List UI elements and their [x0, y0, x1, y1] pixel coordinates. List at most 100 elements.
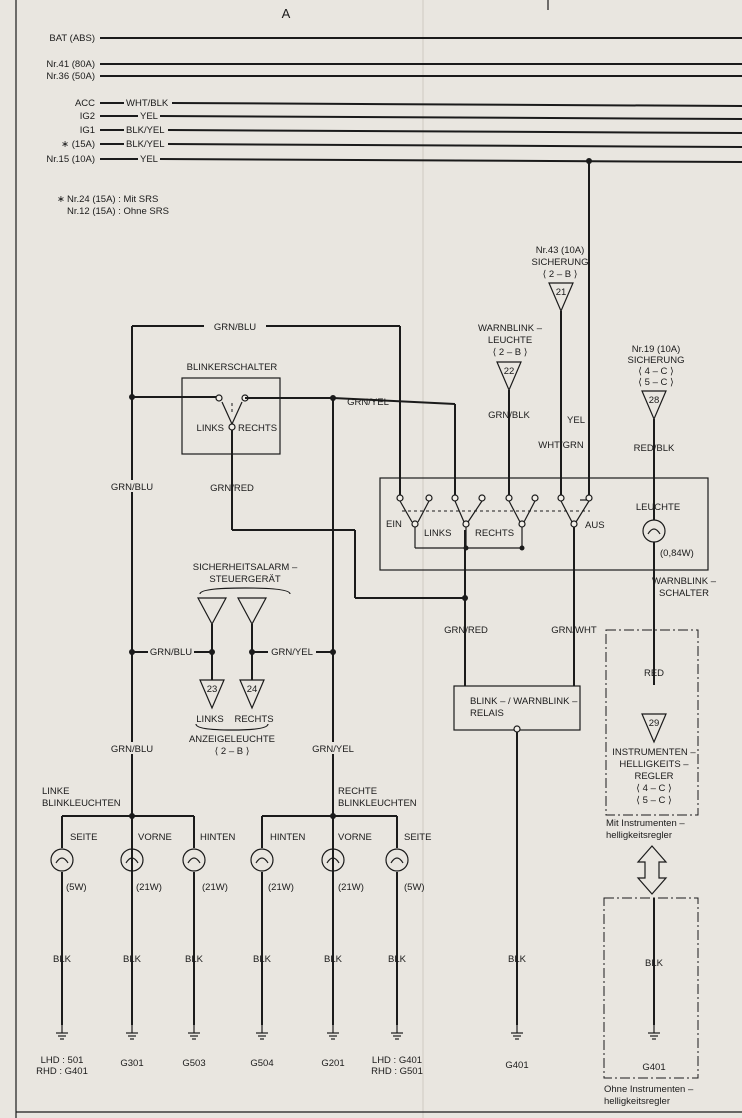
connector-23-icon: [199, 679, 225, 710]
wire-label-blk-r3: BLK: [388, 954, 407, 965]
power-bus: BAT (ABS) Nr.41 (80A) Nr.36 (50A) ACC WH…: [46, 33, 742, 165]
connector-22-icon: [496, 361, 522, 392]
left-lamp-hinten: HINTEN: [200, 832, 236, 843]
warnlamp-location: ⟨ 2 – B ⟩: [493, 347, 528, 358]
right-rear-lamp-icon: [250, 848, 274, 872]
right-front-lamp-icon: [321, 848, 345, 872]
connector-22-number: 22: [504, 366, 515, 377]
left-front-lamp-icon: [120, 848, 144, 872]
bus-label-nr41: Nr.41 (80A): [46, 59, 95, 70]
hazard-switch: EIN LINKS RECHTS AUS GRN/WHT LEUCHTE (0,…: [379, 477, 717, 686]
wire-label-grn-blk: GRN/BLK: [488, 410, 530, 421]
wire-label-blk-r2: BLK: [324, 954, 343, 965]
hazard-switch-title-1: WARNBLINK –: [652, 576, 717, 587]
relay-line1: BLINK – / WARNBLINK –: [470, 696, 578, 707]
security-alarm-unit: SICHERHEITSALARM – STEUERGERÄT GRN/BLU G…: [129, 562, 336, 680]
left-side-lamp-icon: [50, 848, 74, 872]
dimmer-line2: HELLIGKEITS –: [619, 759, 689, 770]
wire-label-grn-blu-alarm: GRN/BLU: [150, 647, 192, 658]
fuse43-location: ⟨ 2 – B ⟩: [543, 269, 578, 280]
right-lamp-vorne: VORNE: [338, 832, 372, 843]
left-turn-lamps: LINKE BLINKLEUCHTEN SEITE (5W) VORNE (21…: [36, 786, 235, 1077]
wire-grn-blu-top: GRN/BLU: [131, 320, 401, 1025]
ground-right-side-rhd: RHD : G501: [371, 1066, 423, 1077]
instrument-dimmer: RED 29 INSTRUMENTEN – HELLIGKEITS – REGL…: [603, 629, 699, 1107]
footnote-star: ∗: [57, 194, 65, 205]
bus-color-fuse15: BLK/YEL: [126, 139, 165, 150]
ground-right-rear: G504: [250, 1058, 273, 1069]
blinker-switch-rechts: RECHTS: [238, 423, 277, 434]
blinker-switch: BLINKERSCHALTER LINKS RECHTS GRN/RED: [129, 362, 333, 530]
bus-color-ig2: YEL: [140, 111, 158, 122]
dimmer-line3: REGLER: [634, 771, 673, 782]
connector-29-number: 29: [649, 718, 660, 729]
alarm-unit-line1: SICHERHEITSALARM –: [193, 562, 298, 573]
ground-left-front: G301: [120, 1058, 143, 1069]
wire-label-grn-red-switch: GRN/RED: [210, 483, 254, 494]
wire-label-wht-grn: WHT/GRN: [538, 440, 584, 451]
footnote-line-1: Nr.24 (15A) : Mit SRS: [67, 194, 158, 205]
left-lamp-seite-watt: (5W): [66, 882, 87, 893]
left-lamp-vorne: VORNE: [138, 832, 172, 843]
connector-23-number: 23: [207, 684, 218, 695]
right-turn-lamps: RECHTE BLINKLEUCHTEN HINTEN (21W) VORNE …: [250, 786, 431, 1077]
connector-28-icon: [641, 390, 667, 421]
left-lamp-seite: SEITE: [70, 832, 97, 843]
warnlamp-line2: LEUCHTE: [488, 335, 532, 346]
bus-label-fuse15: ∗ (15A): [61, 139, 95, 150]
warnlamp-line1: WARNBLINK –: [478, 323, 543, 334]
ground-relay: G401: [505, 1060, 528, 1071]
wire-label-grn-blu-mid: GRN/BLU: [111, 482, 153, 493]
dimmer-line1: INSTRUMENTEN –: [612, 747, 696, 758]
wire-label-grn-yel-alarm: GRN/YEL: [271, 647, 313, 658]
bus-label-nr36: Nr.36 (50A): [46, 71, 95, 82]
alternative-arrow-icon: [636, 845, 668, 895]
connector-21-icon: [548, 282, 574, 313]
fuse43-name: Nr.43 (10A): [536, 245, 585, 256]
ground-left-side-lhd: LHD : 501: [41, 1055, 84, 1066]
indicator-lamps: 23 24 LINKS RECHTS ANZEIGELEUCHTE ⟨ 2 – …: [189, 679, 275, 757]
bus-label-ig1: IG1: [80, 125, 95, 136]
warnblink-lamp-connector: WARNBLINK – LEUCHTE ⟨ 2 – B ⟩ 22 GRN/BLK: [478, 323, 543, 500]
alarm-output-right-icon: [236, 597, 268, 626]
dimmer-loc1: ⟨ 4 – C ⟩: [636, 783, 671, 794]
left-lamp-vorne-watt: (21W): [136, 882, 162, 893]
left-lamps-title-1: LINKE: [42, 786, 69, 797]
hazard-lamp-watt: (0,84W): [660, 548, 694, 559]
fuse-19: Nr.19 (10A) SICHERUNG ⟨ 4 – C ⟩ ⟨ 5 – C …: [627, 344, 685, 520]
dimmer-without-1: Ohne Instrumenten –: [604, 1084, 694, 1095]
wire-label-grn-blu-top: GRN/BLU: [214, 322, 256, 333]
wire-label-blk-r1: BLK: [253, 954, 272, 965]
fuse-43: Nr.43 (10A) SICHERUNG ⟨ 2 – B ⟩ 21 WHT/G…: [531, 245, 589, 500]
wire-label-yel: YEL: [567, 415, 585, 426]
ground-left-rear: G503: [182, 1058, 205, 1069]
connector-21-number: 21: [556, 287, 567, 298]
wire-label-blk-relay: BLK: [508, 954, 527, 965]
right-lamp-seite: SEITE: [404, 832, 431, 843]
dimmer-box-with: [605, 629, 699, 816]
hazard-switch-rechts: RECHTS: [475, 528, 514, 539]
dimmer-with-1: Mit Instrumenten –: [606, 818, 685, 829]
wire-label-red-blk: RED/BLK: [634, 443, 675, 454]
wire-label-blk-l3: BLK: [185, 954, 204, 965]
wire-label-red: RED: [644, 668, 664, 679]
hazard-switch-box: [379, 477, 709, 571]
left-lamp-hinten-watt: (21W): [202, 882, 228, 893]
wire-label-grn-wht: GRN/WHT: [551, 625, 597, 636]
right-lamp-hinten-watt: (21W): [268, 882, 294, 893]
blinker-switch-title: BLINKERSCHALTER: [187, 362, 278, 373]
right-lamps-title-2: BLINKLEUCHTEN: [338, 798, 417, 809]
right-lamp-hinten: HINTEN: [270, 832, 306, 843]
bus-label-acc: ACC: [75, 98, 95, 109]
hazard-switch-leuchte: LEUCHTE: [636, 502, 680, 513]
section-letter: A: [282, 6, 291, 21]
flasher-relay: BLINK – / WARNBLINK – RELAIS BLK G401: [453, 685, 581, 1071]
blinker-switch-links: LINKS: [197, 423, 224, 434]
alarm-unit-line2: STEUERGERÄT: [209, 574, 280, 585]
dimmer-loc2: ⟨ 5 – C ⟩: [636, 795, 671, 806]
hazard-switch-aus: AUS: [585, 520, 605, 531]
bus-label-bat: BAT (ABS): [49, 33, 95, 44]
bus-label-nr15: Nr.15 (10A): [46, 154, 95, 165]
wire-label-blk-l1: BLK: [53, 954, 72, 965]
